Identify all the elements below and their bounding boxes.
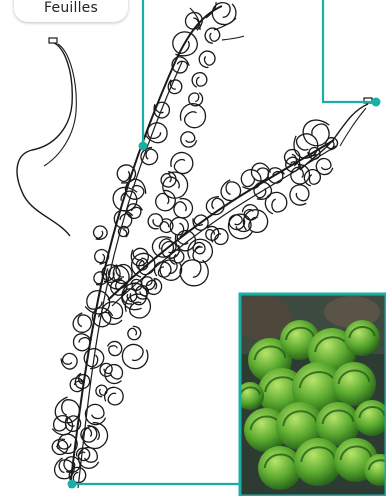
leaf-curl	[117, 338, 153, 374]
callout-line-top-right	[323, 0, 376, 102]
leaves-label-text: Feuilles	[44, 0, 98, 16]
leaf-curl	[145, 211, 166, 232]
leaf-curl	[298, 113, 336, 151]
leaf-curl	[167, 148, 197, 178]
leaf-curl	[71, 311, 93, 334]
leaf-curl	[176, 99, 210, 133]
leaf-curl	[219, 178, 243, 203]
leaf-curl	[107, 341, 123, 357]
photo-leaves	[236, 320, 386, 490]
leaf-curl	[170, 250, 184, 265]
leaf-curl	[60, 352, 78, 370]
callout-dot-top-right	[372, 98, 381, 107]
leaf-curl	[168, 215, 190, 238]
leaf-curl	[264, 191, 287, 215]
leaf-curl	[126, 324, 143, 341]
leaf-curl	[91, 224, 109, 243]
callout-dot-top-left	[139, 142, 148, 151]
callout-dot-bottom	[68, 480, 77, 489]
root-tip-left	[49, 38, 57, 43]
leaf-curl	[180, 131, 197, 147]
leaf-curl	[208, 0, 240, 29]
leaves-label: Feuilles	[14, 0, 128, 22]
leaf-curl	[204, 27, 222, 45]
leaf-curl	[316, 158, 333, 174]
leaf-curl	[101, 383, 127, 409]
root-strand-left	[17, 42, 72, 236]
photo-inset	[232, 294, 386, 496]
leaf-curl	[101, 361, 127, 387]
root-strand-right	[300, 104, 368, 170]
leaf-curl	[170, 195, 196, 221]
leaf-curl	[187, 90, 205, 108]
leaf-curl	[197, 49, 217, 70]
leaf-curl	[191, 71, 208, 88]
leaf-tendril	[222, 36, 244, 40]
